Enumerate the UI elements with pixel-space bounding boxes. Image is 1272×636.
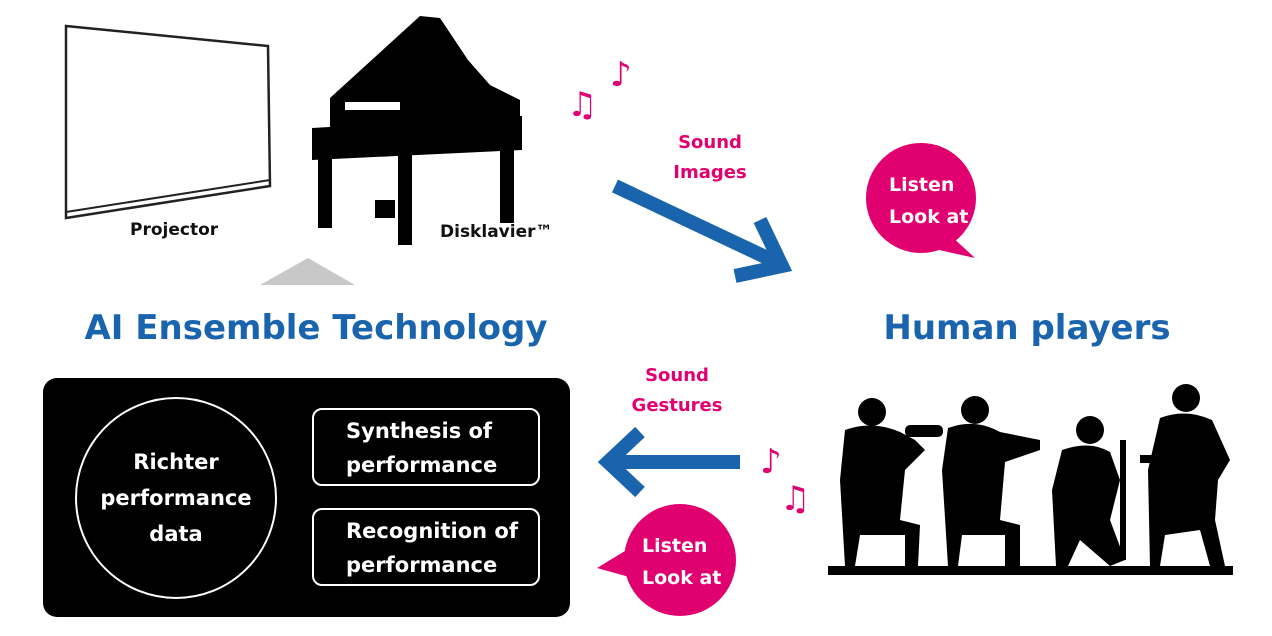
- recognition-box: Recognition of performance: [312, 508, 540, 586]
- box1-line2: performance: [346, 453, 498, 477]
- circle-line3: data: [149, 522, 203, 546]
- projector-label: Projector: [130, 220, 219, 240]
- arrow-left-icon: [597, 426, 740, 498]
- box2-line1: Recognition of: [346, 519, 518, 543]
- synthesis-box: Synthesis of performance: [312, 408, 540, 486]
- disklavier-label: Disklavier™: [440, 222, 553, 242]
- bottom-flow-label: Sound Gestures: [632, 361, 723, 421]
- top-flow-line2: Images: [673, 162, 747, 183]
- string-quartet-silhouette-icon: [828, 384, 1233, 575]
- richter-data-circle: Richter performance data: [75, 397, 277, 599]
- music-notes-icon: ♫: [567, 85, 598, 125]
- box1-line1: Synthesis of: [346, 419, 493, 443]
- bottom-flow-line2: Gestures: [631, 395, 723, 416]
- bottom-flow-line1: Sound: [645, 365, 709, 386]
- bubble-bottom-line2: Look at: [642, 567, 722, 589]
- bubble-bottom-line1: Listen: [642, 535, 708, 557]
- human-players-title: Human players: [883, 308, 1171, 348]
- bubble-top-line1: Listen: [889, 174, 955, 196]
- bubble-top-text: Listen Look at: [889, 169, 968, 233]
- ai-ensemble-title: AI Ensemble Technology: [84, 308, 548, 348]
- speech-bubble-bottom: [597, 504, 736, 616]
- projector-screen-icon: [64, 24, 272, 220]
- box2-line2: performance: [346, 553, 498, 577]
- grand-piano-icon: [312, 16, 522, 245]
- top-flow-label: Sound Images: [673, 128, 746, 188]
- bubble-bottom-text: Listen Look at: [642, 530, 721, 594]
- music-note-icon: ♪: [760, 442, 782, 482]
- bubble-top-line2: Look at: [889, 206, 969, 228]
- music-note-icon: ♪: [610, 55, 632, 95]
- arrow-down-right-icon: [612, 179, 793, 283]
- top-flow-line1: Sound: [678, 132, 742, 153]
- circle-line1: Richter: [133, 450, 219, 474]
- speech-bubble-top: [866, 143, 976, 258]
- music-notes-icon: ♫: [780, 479, 811, 519]
- pointer-triangle: [260, 258, 355, 285]
- circle-line2: performance: [100, 486, 252, 510]
